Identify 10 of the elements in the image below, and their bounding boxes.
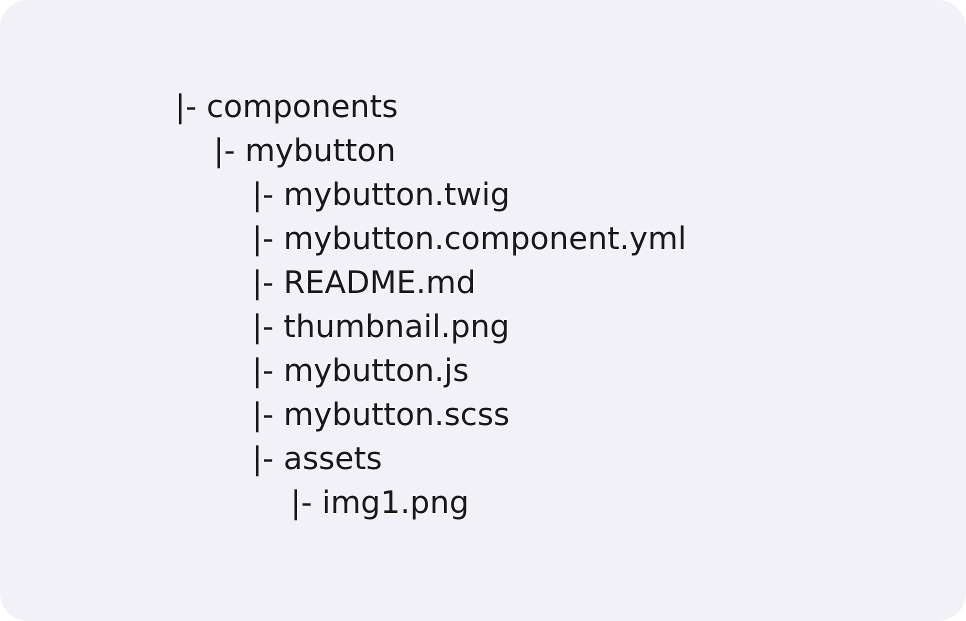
file-entry: |- mybutton.scss [252, 396, 510, 434]
file-entry: |- img1.png [290, 484, 470, 522]
file-entry: |- mybutton.component.yml [252, 220, 687, 258]
folder-entry: |- components [175, 88, 398, 126]
file-entry: |- README.md [252, 264, 476, 302]
file-entry: |- mybutton.js [252, 352, 469, 390]
folder-entry: |- assets [252, 440, 382, 478]
file-entry: |- mybutton.twig [252, 176, 510, 214]
file-entry: |- thumbnail.png [252, 308, 510, 346]
folder-entry: |- mybutton [214, 132, 396, 170]
